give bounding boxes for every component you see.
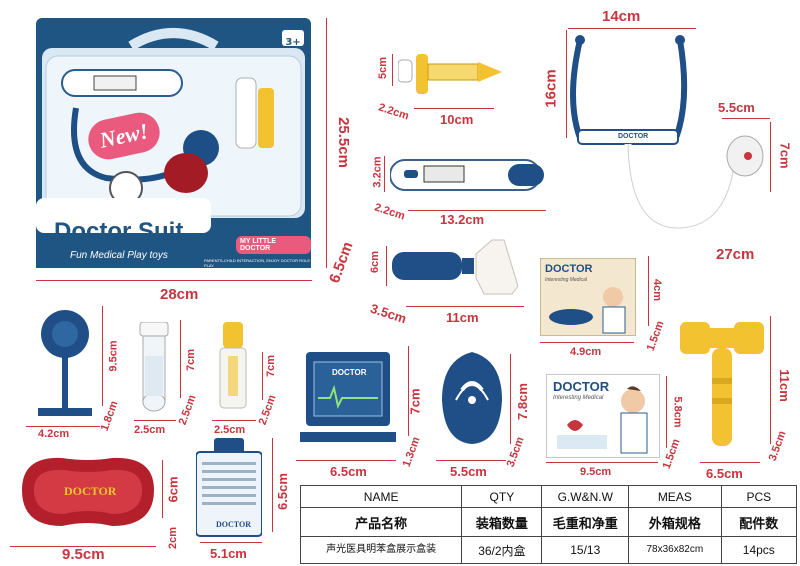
- spec-header-en-row: NAME QTY G.W&N.W MEAS PCS: [299, 484, 798, 509]
- dim-syringe-depth: 2.2cm: [376, 101, 411, 123]
- spec-value-meas: 78x36x82cm: [628, 536, 722, 564]
- brand-subtitle: MY LITTLE DOCTOR: [236, 236, 311, 254]
- doctor-card-1: DOCTOR Interesting Medical: [540, 258, 636, 336]
- doctor-card-2-subtitle: Interesting Medical: [553, 395, 604, 401]
- doctor-card-2-title: DOCTOR: [553, 379, 610, 394]
- spec-value-row: 声光医具明苯盒展示盒装 36/2内盒 15/13 78x36x82cm 14pc…: [299, 536, 798, 564]
- stethoscope-logo: DOCTOR: [618, 133, 649, 140]
- dim-syringe-length: 10cm: [440, 112, 474, 127]
- dim-mirror-height: 9.5cm: [107, 340, 120, 372]
- dropper-bottle: [392, 236, 522, 296]
- age-badge: 3+: [282, 30, 304, 48]
- doctor-card-1-title: DOCTOR: [545, 263, 593, 275]
- spec-header-qty-cn: 装箱数量: [461, 507, 543, 538]
- dim-thermo-length: 13.2cm: [440, 212, 485, 227]
- dim-otoscope-height: 7.8cm: [514, 383, 530, 420]
- dim-steth-height: 16cm: [542, 69, 560, 108]
- dim-badge-height: 6.5cm: [274, 473, 290, 510]
- dim-box-width: 28cm: [160, 286, 199, 303]
- spec-header-gw-cn: 毛重和净重: [541, 507, 630, 538]
- stethoscope: DOCTOR: [560, 30, 770, 260]
- spec-header-gw: G.W&N.W: [541, 484, 630, 509]
- dim-steth-head-h: 7cm: [777, 142, 793, 169]
- dim-card1-height: 4cm: [651, 278, 664, 302]
- brand-tagline: Fun Medical Play toys: [70, 250, 168, 261]
- dim-tray-depth: 2cm: [167, 526, 180, 550]
- dim-box-depth: 6.5cm: [326, 239, 357, 286]
- brand-fine-print: PARENTS-CHILD INTERACTION, ENJOY DOCTOR …: [204, 258, 311, 268]
- dim-tube-width: 2.5cm: [134, 424, 166, 436]
- dim-bottle-height: 6cm: [369, 250, 382, 274]
- dim-hammer-height: 11cm: [776, 369, 792, 402]
- doctor-card-2: DOCTOR Interesting Medical: [546, 374, 660, 458]
- spec-header-meas: MEAS: [628, 484, 722, 509]
- spec-header-qty: QTY: [461, 484, 543, 509]
- tray-logo: DOCTOR: [64, 484, 117, 498]
- package-box: New! 3+ Doctor Suit Fun Medical Play toy…: [36, 18, 311, 268]
- dim-thermo-height: 3.2cm: [371, 156, 384, 188]
- dim-mirror-width: 4.2cm: [38, 428, 70, 440]
- new-badge-text: New!: [97, 118, 151, 153]
- doctor-card-1-subtitle: Interesting Medical: [545, 277, 587, 283]
- thermometer: [389, 158, 548, 192]
- otoscope: [440, 350, 504, 446]
- badge-logo: DOCTOR: [216, 520, 251, 529]
- dim-bottle-depth: 3.5cm: [368, 300, 409, 327]
- brand-title: Doctor Suit: [54, 218, 184, 245]
- dim-hammer-width: 6.5cm: [706, 466, 743, 481]
- spec-header-name: NAME: [299, 484, 463, 509]
- spec-value-gw: 15/13: [541, 536, 630, 564]
- syringe: [397, 50, 510, 98]
- dim-tube-height: 7cm: [185, 348, 198, 372]
- dim-bottle-length: 11cm: [446, 310, 479, 325]
- medicine-vial: [218, 322, 248, 412]
- dim-card2-width: 9.5cm: [580, 466, 612, 478]
- dim-otoscope-depth: 3.5cm: [504, 435, 527, 469]
- spec-header-pcs: PCS: [720, 484, 798, 509]
- dim-card1-width: 4.9cm: [570, 346, 602, 358]
- spec-header-cn-row: 产品名称 装箱数量 毛重和净重 外箱规格 配件数: [299, 507, 798, 538]
- spec-header-meas-cn: 外箱规格: [628, 507, 722, 538]
- dim-tray-height: 6cm: [165, 476, 181, 503]
- package-box-art: [36, 18, 311, 268]
- test-tube: [136, 321, 172, 414]
- dim-vial-depth: 2.5cm: [256, 393, 279, 427]
- dim-thermo-depth: 2.2cm: [372, 201, 407, 223]
- spec-value-qty: 36/2内盒: [461, 536, 543, 564]
- kidney-tray: DOCTOR: [12, 450, 164, 534]
- monitor-logo: DOCTOR: [332, 368, 367, 377]
- spec-value-name: 声光医具明苯盒展示盒装: [299, 536, 463, 564]
- id-badge: DOCTOR: [195, 438, 263, 538]
- spec-value-pcs: 14pcs: [720, 536, 798, 564]
- dim-monitor-width: 6.5cm: [330, 464, 367, 479]
- reflex-hammer: [680, 318, 764, 450]
- dim-vial-width: 2.5cm: [214, 424, 246, 436]
- heart-monitor: DOCTOR: [300, 352, 396, 444]
- head-mirror: [30, 308, 100, 420]
- dim-steth-width: 14cm: [602, 8, 641, 25]
- dim-steth-length: 27cm: [716, 246, 755, 263]
- dim-tube-depth: 2.5cm: [176, 393, 199, 427]
- spec-header-pcs-cn: 配件数: [720, 507, 798, 538]
- dim-box-height: 25.5cm: [334, 117, 352, 168]
- dim-badge-width: 5.1cm: [210, 546, 247, 561]
- dim-monitor-depth: 1.3cm: [400, 435, 423, 469]
- dim-syringe-height: 5cm: [377, 56, 390, 80]
- spec-table: NAME QTY G.W&N.W MEAS PCS 产品名称 装箱数量 毛重和净…: [299, 484, 798, 564]
- dim-tray-width: 9.5cm: [62, 546, 105, 563]
- dim-otoscope-width: 5.5cm: [450, 464, 487, 479]
- spec-header-name-cn: 产品名称: [299, 507, 463, 538]
- dim-vial-height: 7cm: [265, 354, 278, 378]
- dim-monitor-height: 7cm: [407, 388, 423, 415]
- dim-steth-head-w: 5.5cm: [718, 100, 755, 115]
